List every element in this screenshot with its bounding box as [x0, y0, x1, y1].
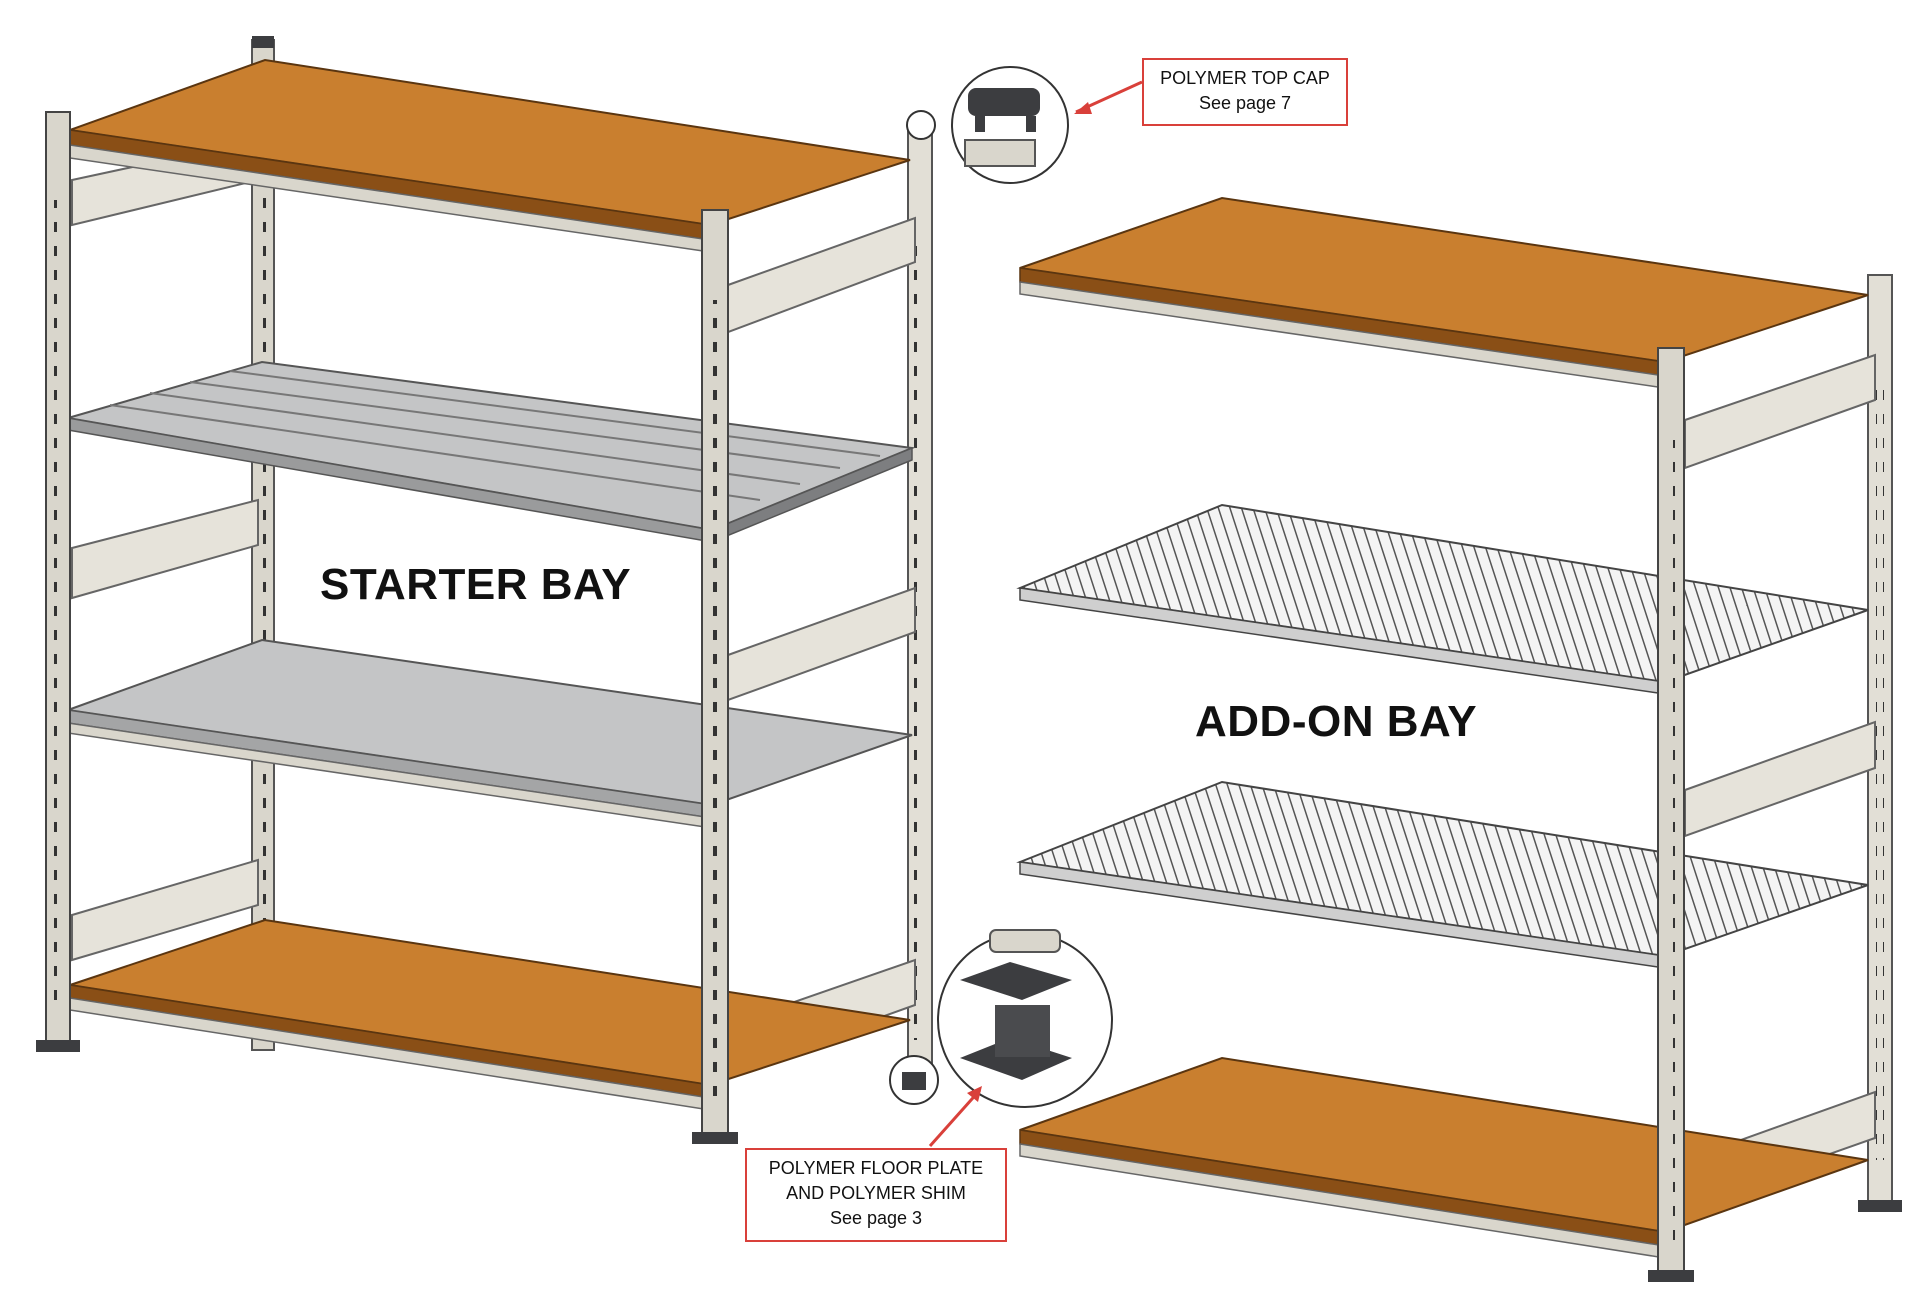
floor-plate-callout: POLYMER FLOOR PLATE AND POLYMER SHIM See… [745, 1148, 1007, 1242]
top-cap-callout-title: POLYMER TOP CAP [1160, 68, 1330, 88]
add-on-bay-label: ADD-ON BAY [1195, 697, 1478, 746]
floor-plate-callout-line1: POLYMER FLOOR PLATE [768, 1158, 984, 1178]
floor-plate-callout-ref: See page 3 [829, 1208, 923, 1228]
starter-right-brace [727, 586, 916, 702]
starter-left-brace [71, 498, 259, 600]
polymer-floor-plate-icon [960, 1038, 1072, 1080]
addon-right-brace [1684, 353, 1876, 470]
floor-plate-leader-arrow [928, 1089, 982, 1147]
polymer-shim-icon [960, 962, 1072, 1000]
addon-right-brace [1684, 720, 1876, 838]
starter-bay [36, 36, 933, 1144]
top-cap-icon [968, 88, 1040, 116]
floor-plate-detail [889, 929, 1113, 1147]
starter-bay-label: STARTER BAY [320, 560, 632, 609]
floor-plate-callout-line2: AND POLYMER SHIM [786, 1183, 966, 1203]
add-on-bay [1016, 196, 1902, 1282]
starter-right-brace [727, 216, 916, 334]
top-cap-callout-ref: See page 7 [1198, 93, 1292, 113]
top-cap-callout: POLYMER TOP CAP See page 7 [1142, 58, 1348, 126]
starter-left-brace [71, 858, 259, 962]
top-cap-detail [906, 66, 1143, 184]
